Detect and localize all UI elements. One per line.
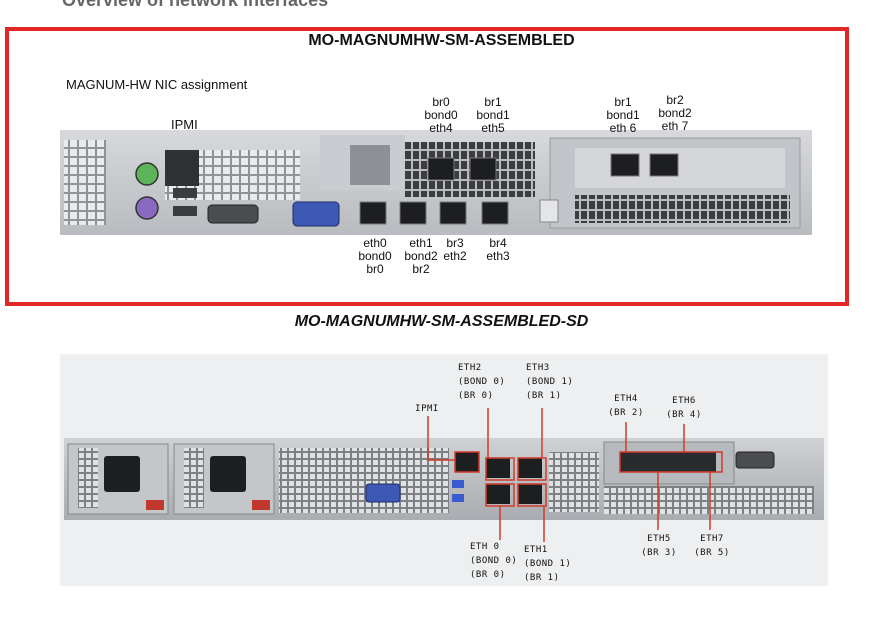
section1-ipmi-label: IPMI (171, 117, 198, 132)
label-line: bond1 (476, 108, 510, 122)
s2-ipmi-label: IPMI (407, 402, 447, 416)
card-ports-highlight-box (619, 451, 723, 473)
s1-port-label-eth7: br2 bond2 eth 7 (648, 94, 702, 133)
label-line: eth 6 (609, 121, 637, 135)
label-line: (BR 2) (608, 408, 644, 418)
s1-port-label-eth0: eth0 bond0 br0 (348, 237, 402, 276)
label-line: (BOND 0) (470, 556, 518, 566)
label-line: ETH2 (458, 363, 482, 373)
label-line: ETH1 (524, 545, 548, 555)
label-line: br2 (412, 262, 430, 276)
section1-highlight-frame (5, 27, 849, 306)
ipmi-leader-line (427, 416, 455, 461)
label-line: ETH6 (672, 396, 696, 406)
label-line: br4 (489, 236, 507, 250)
label-line: (BR 1) (524, 573, 560, 583)
label-line: br0 (432, 95, 450, 109)
eth0-highlight-box (485, 483, 515, 507)
label-line: bond2 (404, 249, 438, 263)
s1-port-label-eth6: br1 bond1 eth 6 (596, 96, 650, 135)
label-line: (BR 5) (694, 548, 730, 558)
label-line: eth3 (486, 249, 510, 263)
s2-eth2-label: ETH2 (BOND 0) (BR 0) (458, 361, 514, 403)
label-line: ETH5 (647, 534, 671, 544)
label-line: bond2 (658, 106, 692, 120)
s1-port-label-eth4: br0 bond0 eth4 (414, 96, 468, 135)
section1-subtitle: MAGNUM-HW NIC assignment (66, 77, 248, 92)
label-line: br1 (484, 95, 502, 109)
label-line: br3 (446, 236, 464, 250)
s2-eth7-label: ETH7 (BR 5) (692, 532, 732, 560)
s2-eth4-label: ETH4 (BR 2) (606, 392, 646, 420)
label-line: eth1 (409, 236, 433, 250)
label-line: eth5 (481, 121, 505, 135)
s1-port-label-eth1: eth1 bond2 br2 (394, 237, 448, 276)
label-line: ETH7 (700, 534, 724, 544)
s1-port-label-eth3: br4 eth3 (471, 237, 525, 263)
s2-eth6-label: ETH6 (BR 4) (664, 394, 704, 422)
label-line: (BOND 0) (458, 377, 506, 387)
label-line: br1 (614, 95, 632, 109)
label-line: (BR 0) (470, 570, 506, 580)
s2-eth0-label: ETH 0 (BOND 0) (BR 0) (470, 540, 526, 582)
s1-port-label-eth2: br3 eth2 (428, 237, 482, 263)
eth1-highlight-box (517, 483, 547, 507)
eth3-highlight-box (517, 457, 547, 481)
label-line: bond0 (424, 108, 458, 122)
s2-eth3-label: ETH3 (BOND 1) (BR 1) (526, 361, 582, 403)
server1-back-panel (60, 130, 812, 235)
label-line: eth4 (429, 121, 453, 135)
s2-eth1-label: ETH1 (BOND 1) (BR 1) (524, 543, 580, 585)
section2-title: MO-MAGNUMHW-SM-ASSEMBLED-SD (294, 313, 589, 330)
label-line: (BOND 1) (524, 559, 572, 569)
s1-port-label-eth5: br1 bond1 eth5 (466, 96, 520, 135)
label-line: (BOND 1) (526, 377, 574, 387)
label-line: br2 (666, 93, 684, 107)
label-line: IPMI (415, 404, 439, 414)
label-line: (BR 0) (458, 391, 494, 401)
label-line: bond0 (358, 249, 392, 263)
label-line: ETH3 (526, 363, 550, 373)
label-line: eth0 (363, 236, 387, 250)
ipmi-highlight-box (454, 451, 480, 473)
label-line: bond1 (606, 108, 640, 122)
label-line: (BR 1) (526, 391, 562, 401)
s2-eth5-label: ETH5 (BR 3) (639, 532, 679, 560)
label-line: (BR 3) (641, 548, 677, 558)
label-line: ETH4 (614, 394, 638, 404)
label-line: eth 7 (661, 119, 689, 133)
label-line: ETH 0 (470, 542, 500, 552)
label-line: (BR 4) (666, 410, 702, 420)
eth2-highlight-box (485, 457, 515, 481)
section1-title: MO-MAGNUMHW-SM-ASSEMBLED (308, 32, 575, 49)
label-line: br0 (366, 262, 384, 276)
top-heading-partial: Overview of network interfaces (62, 0, 329, 10)
label-line: eth2 (443, 249, 467, 263)
